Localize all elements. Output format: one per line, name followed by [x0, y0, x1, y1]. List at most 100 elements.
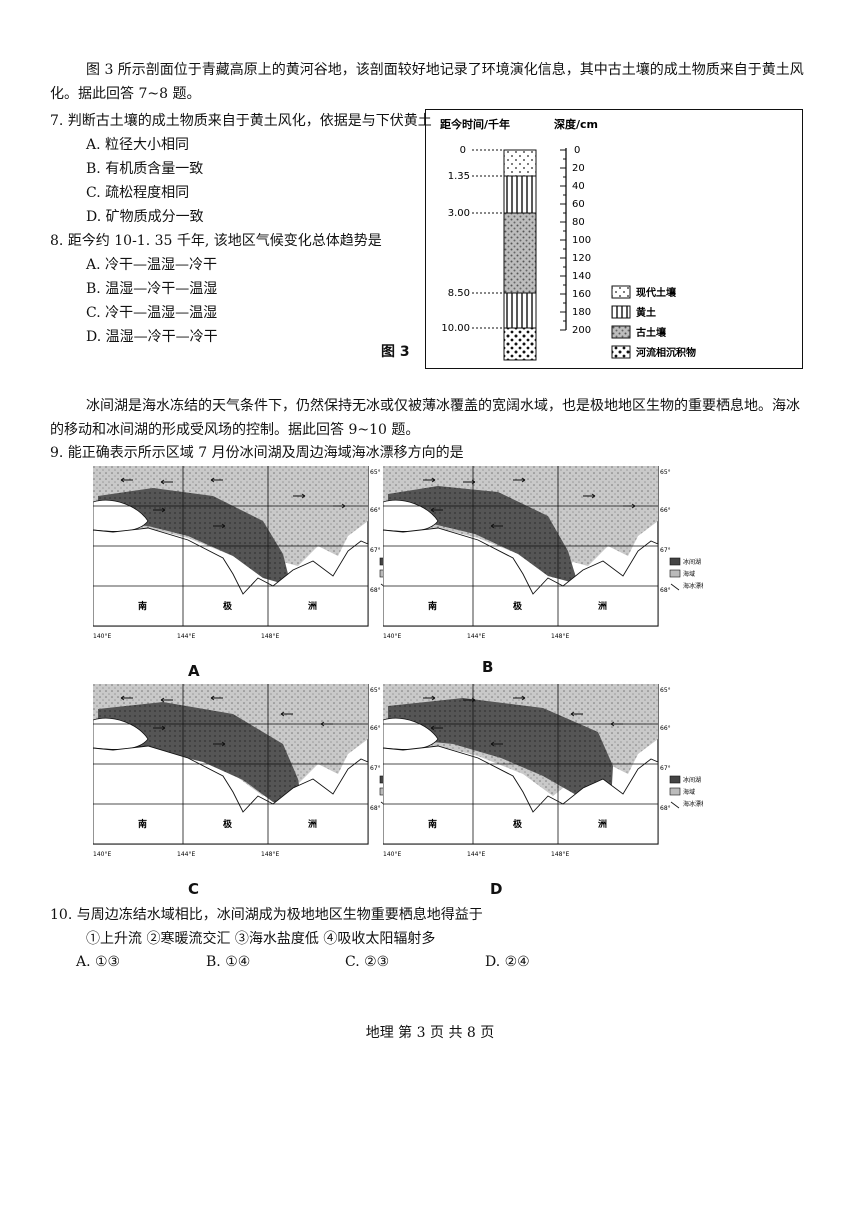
map-c: 南 极 洲 140°E 144°E 148°E 65° 66° 67° 68° …	[92, 683, 429, 888]
continent-label-3: 洲	[308, 819, 317, 830]
map-b: 南 极 洲 140°E 144°E 148°E 65° 66° 67° 68° …	[382, 465, 719, 670]
continent-label-1: 南	[138, 818, 147, 830]
lat-label: 67°	[370, 547, 381, 554]
lat-label: 68°	[370, 587, 381, 594]
ice-drift-arrow	[153, 725, 166, 731]
lat-label: 66°	[660, 725, 671, 732]
layer-loess-upper	[503, 175, 537, 214]
depth-tick-200: 200	[572, 325, 591, 336]
depth-tick-180: 180	[572, 307, 591, 318]
ice-drift-arrow	[610, 721, 623, 727]
depth-tick-60: 60	[572, 199, 585, 210]
lon-label: 140°E	[93, 633, 111, 640]
ice-drift-arrow	[583, 493, 596, 499]
lat-label: 68°	[370, 805, 381, 812]
ice-drift-arrow	[513, 695, 526, 701]
ice-drift-arrow	[513, 477, 526, 483]
q7-option-a: A. 粒径大小相同	[86, 137, 190, 153]
legend-drift-direction: 海冰漂移方向	[683, 582, 703, 590]
ice-drift-arrow	[333, 503, 346, 509]
map-d: 南 极 洲 140°E 144°E 148°E 65° 66° 67° 68° …	[382, 683, 719, 888]
time-tick-1: 1.35	[448, 171, 470, 182]
legend-paleosol: 古土壤	[636, 326, 667, 339]
q7-option-c: C. 疏松程度相同	[86, 185, 190, 201]
question-7-stem: 7. 判断古土壤的成土物质来自于黄土风化，依据是与下伏黄土	[50, 113, 432, 129]
continent-label-2: 极	[513, 600, 523, 612]
lat-label: 66°	[370, 507, 381, 514]
ice-drift-arrow	[623, 503, 636, 509]
time-tick-0: 0	[460, 145, 466, 156]
depth-tick-160: 160	[572, 289, 591, 300]
legend-sea: 海域	[683, 570, 695, 578]
lon-label: 140°E	[383, 633, 401, 640]
lon-label: 140°E	[93, 851, 111, 858]
ice-drift-arrow	[490, 741, 503, 747]
continent-label-2: 极	[223, 600, 233, 612]
lon-label: 140°E	[383, 851, 401, 858]
legend-loess: 黄土	[636, 306, 656, 319]
lon-label: 148°E	[551, 633, 569, 640]
q10-option-d: D. ②④	[485, 954, 530, 970]
lat-label: 65°	[370, 687, 381, 694]
map-letter-c: C	[188, 880, 200, 898]
q8-option-d: D. 温湿—冷干—冷干	[86, 329, 218, 345]
ice-drift-arrow	[430, 507, 443, 513]
time-axis-title: 距今时间/千年	[440, 117, 510, 131]
page-footer: 地理 第 3 页 共 8 页	[365, 1025, 495, 1041]
ice-drift-arrow	[213, 741, 226, 747]
lat-label: 65°	[660, 469, 671, 476]
ice-drift-arrow	[423, 695, 436, 701]
lon-label: 144°E	[467, 633, 485, 640]
continent-label-2: 极	[513, 818, 523, 830]
legend-sea: 海域	[683, 788, 695, 796]
q7-option-b: B. 有机质含量一致	[86, 161, 204, 177]
ice-drift-arrow	[160, 479, 173, 485]
continent-label-3: 洲	[308, 601, 317, 612]
intro-paragraph-2: 冰间湖是海水冻结的天气条件下，仍然保持无冰或仅被薄冰覆盖的宽阔水域，也是极地地区…	[50, 398, 800, 438]
question-9-stem: 9. 能正确表示所示区域 7 月份冰间湖及周边海域海冰漂移方向的是	[50, 445, 464, 461]
ice-drift-arrow	[570, 711, 583, 717]
ice-drift-arrow	[463, 697, 476, 703]
legend-polynya: 冰间湖	[683, 558, 701, 566]
layer-modern-soil	[503, 149, 537, 177]
layer-paleosol	[503, 212, 537, 294]
q10-option-c: C. ②③	[345, 954, 390, 970]
q8-option-c: C. 冷干—温湿—温湿	[86, 305, 218, 321]
ice-drift-arrow	[490, 523, 503, 529]
layer-loess-lower	[503, 292, 537, 329]
lat-label: 67°	[660, 547, 671, 554]
depth-tick-120: 120	[572, 253, 591, 264]
lat-label: 68°	[660, 587, 671, 594]
lat-label: 65°	[370, 469, 381, 476]
depth-axis-title: 深度/cm	[554, 117, 598, 131]
q10-statements: ①上升流 ②寒暖流交汇 ③海水盐度低 ④吸收太阳辐射多	[86, 931, 436, 947]
depth-tick-20: 20	[572, 163, 585, 174]
q10-option-b: B. ①④	[206, 954, 251, 970]
ice-drift-arrow	[120, 477, 133, 483]
depth-tick-40: 40	[572, 181, 585, 192]
lat-label: 66°	[660, 507, 671, 514]
continent-label-1: 南	[428, 818, 437, 830]
legend-polynya: 冰间湖	[683, 776, 701, 784]
time-tick-3: 8.50	[448, 288, 470, 299]
intro-paragraph-1: 图 3 所示剖面位于青藏高原上的黄河谷地，该剖面较好地记录了环境演化信息，其中古…	[50, 62, 804, 102]
continent-label-3: 洲	[598, 601, 607, 612]
lon-label: 144°E	[177, 633, 195, 640]
ice-drift-arrow	[213, 523, 226, 529]
ice-drift-arrow	[293, 493, 306, 499]
continent-label-1: 南	[428, 600, 437, 612]
figure-3-soil-profile: 距今时间/千年 深度/cm 0 1.35 3.00 8.50 10.00 0 2…	[425, 109, 803, 369]
layer-river-sediment	[503, 327, 537, 361]
lat-label: 65°	[660, 687, 671, 694]
continent-label-1: 南	[138, 600, 147, 612]
question-10-stem: 10. 与周边冻结水域相比，冰间湖成为极地地区生物重要栖息地得益于	[50, 907, 483, 923]
figure-3-caption: 图 3	[381, 344, 410, 360]
legend-drift-direction: 海冰漂移方向	[683, 800, 703, 808]
time-tick-2: 3.00	[448, 208, 470, 219]
ice-drift-arrow	[280, 711, 293, 717]
lon-label: 148°E	[551, 851, 569, 858]
q7-option-d: D. 矿物质成分一致	[86, 209, 204, 225]
lat-label: 68°	[660, 805, 671, 812]
depth-tick-80: 80	[572, 217, 585, 228]
map-letter-a: A	[188, 662, 200, 680]
